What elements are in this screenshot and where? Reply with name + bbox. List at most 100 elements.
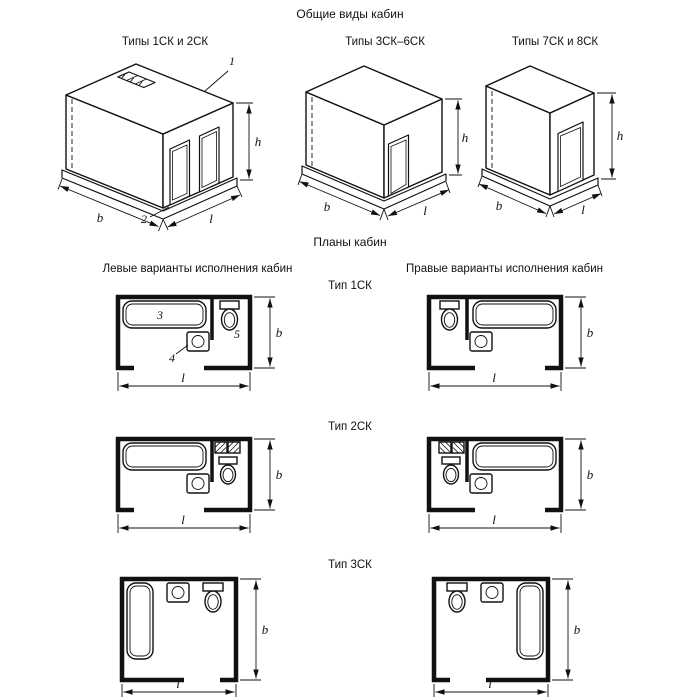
l-dimension-label: l [181, 512, 185, 527]
b-extension-lines [240, 578, 261, 681]
callout-5: 5 [234, 327, 240, 341]
washbasin-bowl [191, 477, 205, 490]
washbasin [166, 582, 190, 603]
callout-4: 4 [169, 351, 175, 365]
door-outer [557, 121, 584, 193]
b-dimension-label: b [587, 467, 594, 482]
cabin-top-face [305, 65, 443, 126]
type-label-3sk: Тип 3СК [328, 559, 372, 571]
callout-2: 2 [141, 212, 147, 226]
bathtub-outer [122, 300, 207, 329]
mirrored-room [431, 576, 551, 683]
callout-1-leader [204, 70, 229, 92]
bathtub-outer [126, 582, 154, 660]
washbasin-bowl [171, 586, 185, 599]
h-dimension-label: h [462, 130, 469, 145]
view-caption-3: Типы 7СК и 8СК [511, 36, 599, 48]
h-extension-lines [236, 102, 253, 181]
l-dimension-line [553, 193, 602, 215]
toilet-bowl-inner [443, 312, 456, 328]
bathtub [122, 442, 207, 471]
bathtub-outer [516, 582, 544, 660]
plan-2sk-left: l b [115, 436, 283, 533]
washbasin-bowl [485, 586, 499, 599]
mirrored-room [426, 436, 564, 513]
vent-block [214, 441, 241, 454]
b-extension-lines [57, 178, 164, 232]
room-walls [119, 576, 239, 683]
door-opening [387, 134, 410, 197]
l-dimension-line [167, 194, 241, 228]
vent-cell-2-hatch [227, 441, 240, 454]
b-extension-lines [565, 438, 586, 511]
bathtub [126, 582, 154, 660]
door-opening-1 [169, 139, 191, 206]
l-extension-lines [433, 684, 549, 697]
isometric-view-3sk-6sk: h b l [297, 65, 469, 221]
l-extension-lines [428, 372, 562, 391]
left-variants-header: Левые варианты исполнения кабин [102, 263, 293, 275]
view-caption-1: Типы 1СК и 2СК [121, 36, 209, 48]
l-extension-lines [383, 181, 451, 221]
washbasin-bowl [474, 477, 488, 490]
type-label-2sk: Тип 2СК [328, 421, 372, 433]
plan-3sk-left: l b [119, 576, 269, 697]
door-1-outer [169, 139, 191, 206]
door-2-outer [198, 126, 220, 193]
bathtub-inner [475, 445, 554, 468]
b-extension-lines [297, 173, 385, 221]
b-dimension-label: b [97, 210, 104, 225]
page-title: Общие виды кабин [296, 7, 404, 21]
b-dimension-label: b [276, 325, 283, 340]
callout-1: 1 [229, 54, 235, 68]
toilet-tank [446, 582, 468, 592]
toilet-bowl-inner [451, 594, 463, 610]
room-walls [115, 436, 253, 513]
b-dimension-line [299, 181, 381, 216]
l-dimension-label: l [492, 512, 496, 527]
h-dimension-label: h [255, 134, 262, 149]
toilet-bowl-inner [445, 467, 457, 483]
roof-vent-grille [117, 71, 156, 89]
b-extension-lines [552, 578, 573, 681]
bathtub-inner [475, 303, 554, 326]
toilet [202, 582, 224, 613]
vent-dividers [126, 75, 147, 85]
vent-cell-2-hatch [439, 441, 452, 454]
washbasin-outline [186, 331, 210, 352]
l-dimension-label: l [209, 211, 213, 226]
b-dimension-label: b [496, 198, 503, 213]
l-dimension-label: l [176, 676, 180, 691]
l-dimension-label: l [581, 202, 585, 217]
bathtub-inner [125, 445, 204, 468]
right-variants-header: Правые варианты исполнения кабин [406, 263, 603, 275]
mirrored-room [426, 294, 564, 371]
toilet-tank [439, 300, 460, 310]
isometric-view-1sk-2sk: 1 2 h b l [57, 54, 262, 232]
vent-hatch [121, 74, 143, 86]
b-dimension-label: b [262, 622, 269, 637]
vent-cell-1-hatch [214, 441, 227, 454]
bathtub-inner [519, 585, 541, 657]
washbasin-outline [480, 582, 504, 603]
b-extension-lines [254, 438, 275, 511]
door-opening [557, 121, 584, 193]
washbasin [186, 331, 210, 352]
plan-1sk-left: 3 4 5 l b [115, 294, 283, 391]
l-extension-lines [428, 514, 562, 533]
toilet-bowl-inner [223, 312, 236, 328]
toilet [219, 300, 240, 331]
vent-cell-1-hatch [452, 441, 465, 454]
toilet-tank [441, 456, 461, 465]
bathtub-inner [125, 303, 204, 326]
washbasin-outline [469, 331, 493, 352]
toilet-tank [219, 300, 240, 310]
toilet-tank [218, 456, 238, 465]
washbasin-outline [186, 473, 210, 494]
washbasin [186, 473, 210, 494]
b-dimension-line [59, 185, 159, 227]
isometric-view-7sk-8sk: h b l [477, 65, 623, 218]
h-extension-lines [597, 92, 616, 180]
l-dimension-label: l [492, 370, 496, 385]
l-dimension-label: l [423, 203, 427, 218]
